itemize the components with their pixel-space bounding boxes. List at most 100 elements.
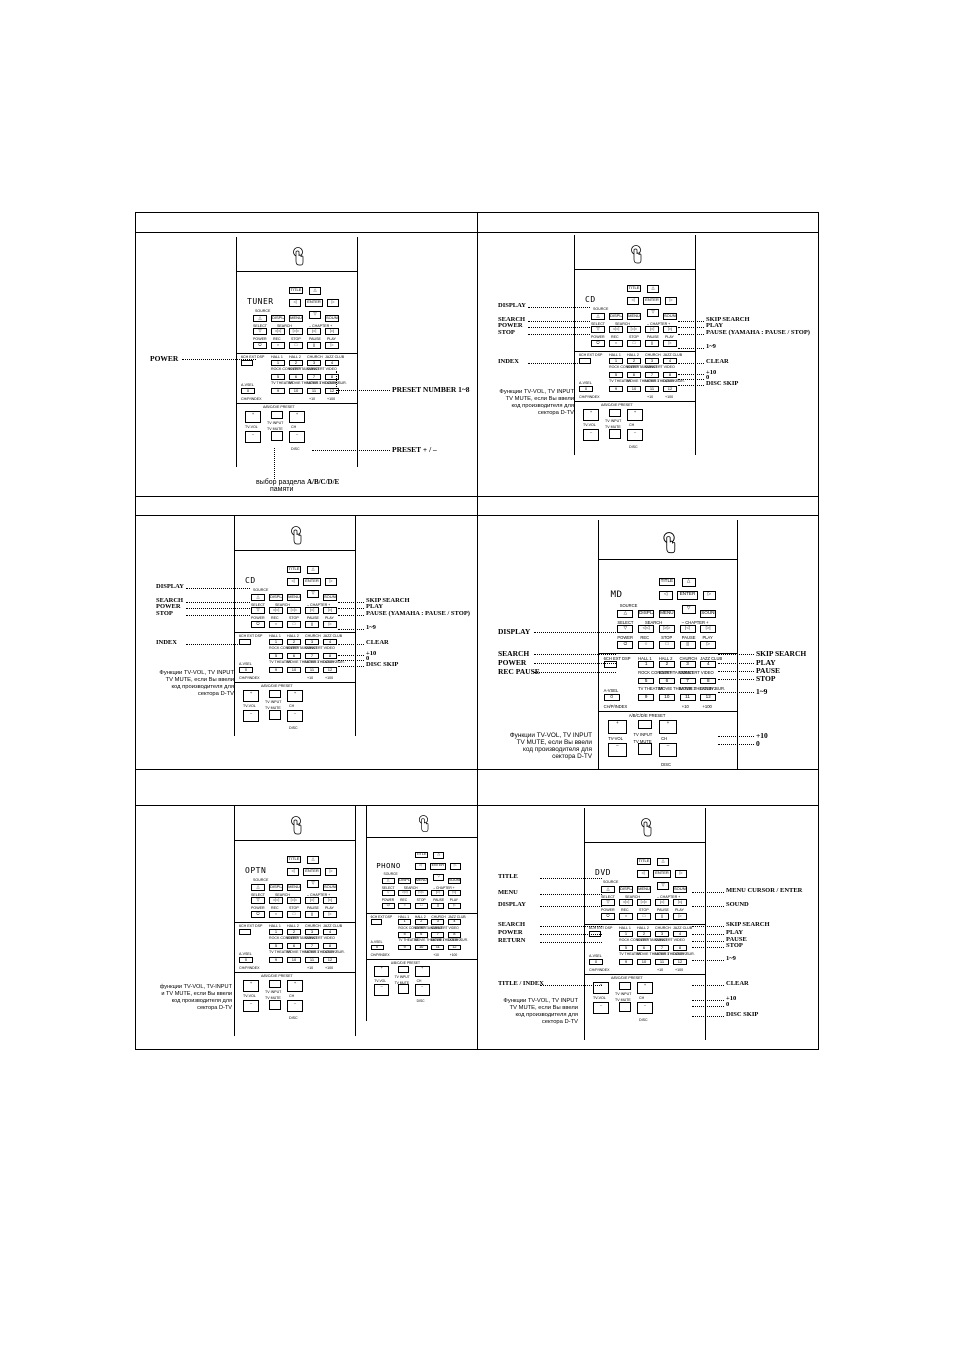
number-button-2[interactable]: 2	[289, 360, 303, 366]
display-button[interactable]: DISPLAY	[619, 886, 633, 893]
select-button[interactable]: ▽	[617, 624, 634, 633]
sound-button[interactable]: SOUND	[325, 315, 339, 322]
number-button-3[interactable]: 3	[305, 929, 319, 935]
left-arrow-button[interactable]: ◁	[287, 868, 299, 876]
preset-minus-button[interactable]: –	[289, 431, 305, 443]
number-button-5[interactable]: 5	[609, 372, 623, 378]
chapter-back-button[interactable]: |◁	[655, 899, 669, 906]
avsel-button[interactable]: 0	[239, 957, 253, 963]
number-button-3[interactable]: 3	[679, 661, 696, 669]
chapter-back-button[interactable]: |◁	[307, 328, 321, 335]
number-button-10[interactable]: 10	[637, 959, 651, 965]
play-button[interactable]: ▷	[323, 621, 337, 628]
preset-plus-button[interactable]: +	[287, 980, 303, 992]
pause-button[interactable]: ||	[645, 340, 659, 347]
number-button-10[interactable]: 10	[289, 388, 303, 394]
number-button-6[interactable]: 6	[637, 945, 651, 951]
tvinput-button[interactable]	[398, 966, 410, 974]
select-button[interactable]: ▽	[381, 889, 395, 897]
rec-button[interactable]: ○	[609, 340, 623, 347]
number-button-8[interactable]: 8	[673, 945, 687, 951]
tvvol-minus-button[interactable]: –	[243, 1000, 259, 1012]
enter-button[interactable]: ENTER	[429, 863, 447, 871]
number-button-12[interactable]: 12	[325, 388, 339, 394]
search-back-button[interactable]: ◁◁	[269, 897, 283, 904]
tvvol-minus-button[interactable]: –	[374, 984, 390, 996]
right-arrow-button[interactable]: ▷	[327, 299, 339, 307]
number-button-1[interactable]: 1	[619, 931, 633, 937]
avsel-button[interactable]: 0	[370, 944, 384, 951]
select-button[interactable]: ▽	[251, 897, 265, 904]
number-button-2[interactable]: 2	[637, 931, 651, 937]
number-button-5[interactable]: 5	[398, 932, 412, 938]
preset-plus-button[interactable]: +	[627, 409, 643, 421]
tvvol-plus-button[interactable]: +	[245, 411, 261, 423]
title-button[interactable]: TITLE	[637, 858, 651, 865]
avsel-button[interactable]: 0	[589, 959, 603, 965]
pause-button[interactable]: ||	[431, 902, 445, 910]
number-button-2[interactable]: 2	[414, 919, 428, 925]
search-fwd-button[interactable]: ▷▷	[637, 899, 651, 906]
tvmute-button[interactable]	[271, 431, 283, 441]
rec-button[interactable]: ○	[269, 621, 283, 628]
number-button-5[interactable]: 5	[271, 374, 285, 380]
number-button-5[interactable]: 5	[269, 653, 283, 659]
power-button[interactable]: ⏻	[617, 640, 634, 649]
enter-button[interactable]: ENTER	[303, 578, 321, 586]
search-fwd-button[interactable]: ▷▷	[414, 889, 428, 897]
number-button-12[interactable]: 12	[673, 959, 687, 965]
select-button[interactable]: ▽	[253, 328, 267, 335]
right-arrow-button[interactable]: ▷	[675, 870, 687, 878]
number-button-7[interactable]: 7	[655, 945, 669, 951]
play-button[interactable]: ▷	[700, 640, 717, 649]
right-arrow-button[interactable]: ▷	[702, 591, 717, 601]
title-button[interactable]: TITLE	[289, 287, 303, 294]
menu-button[interactable]: MENU	[627, 313, 641, 320]
preset-minus-button[interactable]: –	[287, 710, 303, 722]
search-back-button[interactable]: ◁◁	[269, 607, 283, 614]
play-button[interactable]: ▷	[673, 913, 687, 920]
display-button[interactable]: DISPLAY	[638, 609, 655, 618]
stop-button[interactable]: □	[289, 342, 303, 349]
number-button-7[interactable]: 7	[307, 374, 321, 380]
preset-plus-button[interactable]: +	[658, 720, 678, 734]
number-button-2[interactable]: 2	[658, 661, 675, 669]
chapter-fwd-button[interactable]: ▷|	[663, 326, 677, 333]
sound-button[interactable]: SOUND	[700, 609, 717, 618]
up-arrow-button[interactable]: △	[657, 858, 669, 866]
avsel-button[interactable]: 0	[239, 667, 253, 673]
number-button-4[interactable]: 4	[325, 360, 339, 366]
6ch-switch[interactable]	[603, 661, 618, 669]
display-select-button[interactable]: △	[591, 313, 605, 320]
avsel-button[interactable]: 0	[579, 386, 593, 392]
down-arrow-button[interactable]: ▽	[657, 882, 669, 890]
search-back-button[interactable]: ◁◁	[609, 326, 623, 333]
search-fwd-button[interactable]: ▷▷	[658, 624, 675, 633]
left-arrow-button[interactable]: ◁	[627, 297, 639, 305]
display-select-button[interactable]: △	[253, 315, 267, 322]
number-button-10[interactable]: 10	[287, 957, 301, 963]
number-button-3[interactable]: 3	[305, 639, 319, 645]
tvvol-plus-button[interactable]: +	[243, 690, 259, 702]
number-button-10[interactable]: 10	[414, 944, 428, 951]
number-button-11[interactable]: 11	[655, 959, 669, 965]
down-arrow-button[interactable]: ▽	[307, 880, 319, 888]
select-button[interactable]: ▽	[601, 899, 615, 906]
sound-button[interactable]: SOUND	[663, 313, 677, 320]
number-button-8[interactable]: 8	[663, 372, 677, 378]
number-button-9[interactable]: 9	[269, 957, 283, 963]
down-arrow-button[interactable]: ▽	[307, 590, 319, 598]
number-button-3[interactable]: 3	[645, 358, 659, 364]
title-button[interactable]: TITLE	[414, 852, 428, 859]
number-button-12[interactable]: 12	[447, 944, 461, 951]
number-button-1[interactable]: 1	[638, 661, 655, 669]
display-select-button[interactable]: △	[381, 877, 395, 885]
tvvol-plus-button[interactable]: +	[608, 720, 627, 734]
play-button[interactable]: ▷	[325, 342, 339, 349]
chapter-fwd-button[interactable]: ▷|	[323, 897, 337, 904]
up-arrow-button[interactable]: △	[647, 285, 659, 293]
menu-button[interactable]: MENU	[289, 315, 303, 322]
chapter-fwd-button[interactable]: ▷|	[323, 607, 337, 614]
number-button-8[interactable]: 8	[323, 653, 337, 659]
pause-button[interactable]: ||	[305, 621, 319, 628]
